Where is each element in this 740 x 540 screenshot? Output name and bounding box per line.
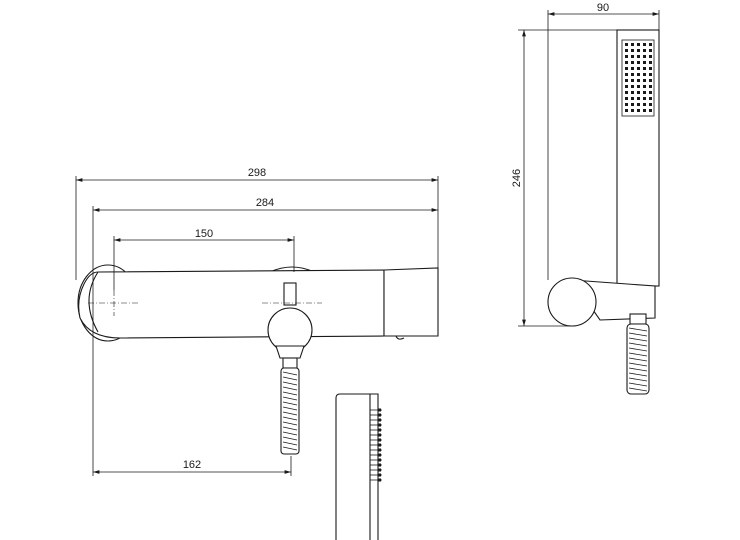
dimension-handshower-height: 246 bbox=[511, 29, 617, 327]
mixer-front-view bbox=[77, 264, 439, 455]
handshower-front-view bbox=[547, 29, 660, 395]
dimension-handshower-width: 90 bbox=[547, 2, 660, 280]
mixer-spout bbox=[383, 267, 439, 337]
dim-label-90: 90 bbox=[597, 2, 609, 14]
mixer-body-left-curve bbox=[88, 271, 99, 333]
handshower-handle bbox=[616, 29, 660, 287]
dim-label-150: 150 bbox=[195, 228, 213, 240]
dimension-outlet-offset: 162 bbox=[93, 456, 292, 476]
dim-label-284: 284 bbox=[256, 197, 274, 209]
diverter-knob bbox=[262, 282, 322, 353]
spout-bottom-lip bbox=[395, 335, 405, 340]
dim-label-246: 246 bbox=[511, 169, 523, 187]
holder-round-base bbox=[547, 277, 597, 327]
dimension-inlet-spacing: 150 bbox=[113, 228, 295, 290]
spray-face bbox=[621, 39, 655, 117]
hose-connection bbox=[275, 345, 305, 455]
dim-label-162: 162 bbox=[183, 459, 201, 471]
handshower-side-profile bbox=[335, 393, 382, 540]
dimension-overall-length: 298 bbox=[75, 167, 439, 280]
mixer-body bbox=[78, 269, 385, 339]
dimension-body-length: 284 bbox=[92, 197, 438, 476]
dim-label-298: 298 bbox=[248, 167, 266, 179]
